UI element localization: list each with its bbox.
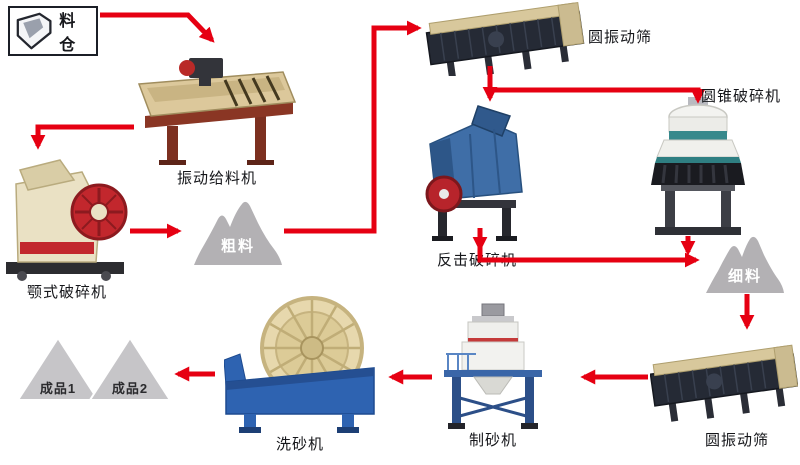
coarse-material-node: 粗料: [192, 197, 284, 267]
sand-washer-illustration: [224, 296, 375, 433]
cone-crusher-illustration: [651, 97, 745, 235]
arrow-coarse-to-screen-top: [284, 20, 422, 234]
screen-bottom-label: 圆振动筛: [704, 432, 769, 449]
screen-bottom-node: [650, 334, 798, 426]
sand-washer-node: 洗砂机: [224, 294, 376, 453]
fine-material-label: 细料: [727, 268, 762, 285]
cone-crusher-label: 圆锥破碎机: [701, 88, 782, 105]
silo-label: 料仓: [59, 13, 77, 54]
vibrating-screen-top-illustration: [425, 1, 585, 76]
jaw-crusher-illustration: [6, 159, 128, 281]
sand-maker-illustration: [444, 303, 542, 429]
fine-material-node: 细料: [704, 233, 786, 295]
products-node: 成品1 成品2: [18, 336, 178, 402]
impact-crusher-node: 反击破碎机: [414, 102, 540, 269]
sand-maker-node: 制砂机: [438, 302, 548, 449]
feeder-node: 振动给料机: [133, 56, 301, 187]
cone-crusher-node: [651, 97, 745, 245]
hopper-icon: [16, 12, 52, 50]
sand-maker-label: 制砂机: [468, 432, 517, 449]
screen-top-label: 圆振动筛: [588, 29, 653, 46]
jaw-crusher-label: 颚式破碎机: [26, 284, 107, 301]
impact-crusher-label: 反击破碎机: [436, 252, 517, 269]
vibrating-feeder-illustration: [137, 58, 297, 165]
coarse-material-label: 粗料: [220, 238, 255, 255]
fine-pile-illustration: [706, 236, 784, 293]
coarse-pile-illustration: [194, 201, 282, 265]
jaw-crusher-node: 颚式破碎机: [2, 150, 132, 301]
product-2-label: 成品2: [111, 381, 149, 396]
impact-crusher-illustration: [425, 105, 523, 241]
vibrating-screen-bottom-illustration: [650, 344, 798, 422]
sand-washer-label: 洗砂机: [275, 436, 324, 453]
screen-top-node: [424, 0, 586, 76]
arrow-silo-to-feeder: [100, 12, 215, 43]
product-triangles-illustration: [18, 336, 172, 401]
feeder-label: 振动给料机: [176, 170, 257, 187]
arrow-feeder-to-jaw: [30, 124, 134, 150]
product-1-label: 成品1: [39, 381, 77, 396]
silo-node: 料仓: [8, 6, 98, 56]
